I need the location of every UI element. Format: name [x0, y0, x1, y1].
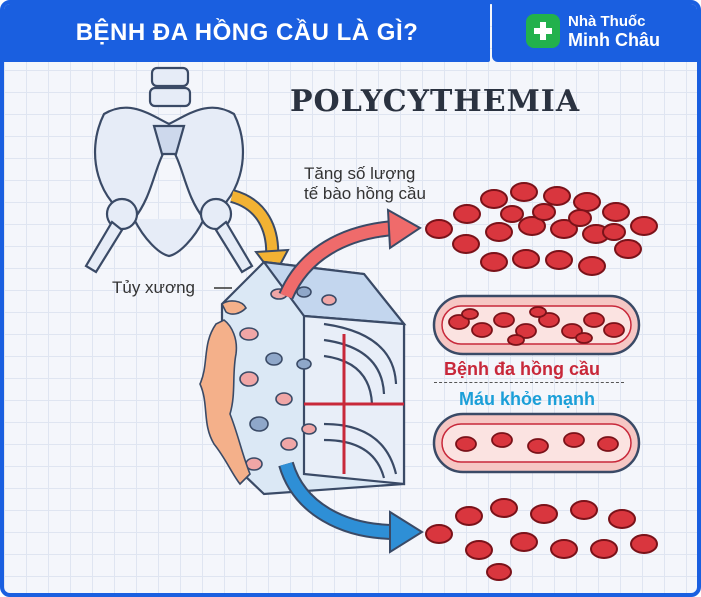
blue-arrow — [278, 461, 424, 554]
diagram-heading: POLYCYTHEMIA — [290, 84, 581, 119]
vessel-healthy — [432, 412, 641, 474]
caption-increase-line2: tế bào hồng cầu — [304, 183, 426, 203]
caption-increase-line1: Tăng số lượng — [304, 164, 416, 183]
label-marrow: Tủy xương — [112, 278, 195, 297]
red-arrow — [278, 208, 422, 300]
marrow-tissue — [199, 300, 251, 486]
page-title: BỆNH ĐA HỒNG CẦU LÀ GÌ? — [4, 4, 490, 62]
vessel-polycythemia — [432, 294, 641, 356]
label-polycythemia: Bệnh đa hồng cầu — [444, 359, 601, 379]
brand-line2: Minh Châu — [568, 29, 660, 50]
caption-increase: Tăng số lượng tế bào hồng cầu — [304, 164, 426, 203]
page-title-text: BỆNH ĐA HỒNG CẦU LÀ GÌ? — [75, 19, 419, 46]
plus-icon — [526, 14, 560, 48]
label-divider — [434, 382, 624, 383]
label-healthy: Máu khỏe mạnh — [459, 389, 596, 409]
brand-logo: Nhà Thuốc Minh Châu — [492, 4, 697, 62]
marrow-cells — [239, 286, 337, 471]
dense-red-cells — [425, 182, 658, 276]
brand-line1: Nhà Thuốc — [568, 13, 646, 30]
brand-name: Nhà Thuốc Minh Châu — [568, 13, 660, 50]
healthy-red-cells — [425, 498, 658, 581]
illustration — [84, 66, 658, 581]
pelvis-skeleton — [84, 66, 254, 274]
